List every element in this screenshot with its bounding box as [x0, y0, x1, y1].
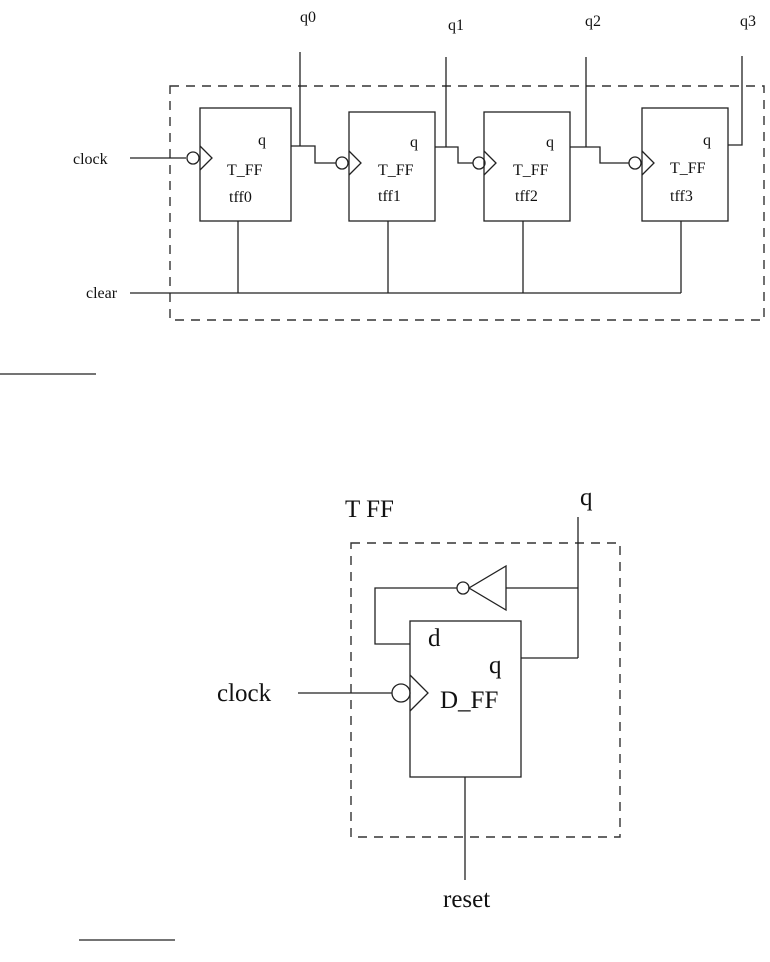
tff2-block: q T_FF tff2: [472, 111, 571, 222]
tff0-instance-label: tff0: [229, 189, 252, 206]
q2-output-label: q2: [585, 13, 601, 30]
tff2-box: [483, 111, 571, 222]
feedback-to-d-wire: [374, 587, 457, 645]
tff3-instance-label: tff3: [670, 188, 693, 205]
tff1-type-label: T_FF: [378, 162, 414, 179]
q3-output-label: q3: [740, 13, 756, 30]
tff0-clock-triangle: [199, 145, 213, 171]
tff0-box: [199, 107, 292, 222]
tff2-clock-triangle: [483, 150, 497, 176]
tff3-port-q: q: [703, 132, 711, 149]
tff1-block: q T_FF tff1: [335, 111, 436, 222]
dff-clock-bubble: [391, 683, 411, 703]
inverter-bubble: [456, 581, 470, 595]
tff2-port-q: q: [546, 134, 554, 151]
tff1-clock-bubble: [335, 156, 349, 170]
tff-clock-label: clock: [217, 680, 272, 707]
tff2-clock-bubble: [472, 156, 486, 170]
dff-box: [409, 620, 522, 778]
tff3-block: q T_FF tff3: [628, 107, 729, 222]
tff-boundary: [350, 542, 621, 838]
q1-output-label: q1: [448, 17, 464, 34]
tff2-instance-label: tff2: [515, 188, 538, 205]
tff0-block: q T_FF tff0: [186, 107, 292, 222]
dff-clock-triangle: [409, 674, 429, 712]
tff-output-label: q: [580, 484, 593, 511]
tff3-type-label: T_FF: [670, 160, 706, 177]
dff-q-port-label: q: [489, 652, 502, 679]
q3-output-wire: [728, 56, 743, 146]
tff1-box: [348, 111, 436, 222]
tff3-clock-triangle: [641, 150, 655, 176]
t-flip-flop-diagram: T FF q d q D_FF clock reset: [217, 484, 621, 913]
dff-d-label: d: [428, 625, 441, 652]
tff0-clock-bubble: [186, 151, 200, 165]
q2-to-tff3-clock-wire: [570, 146, 629, 164]
counter-boundary: [169, 85, 765, 321]
q0-output-label: q0: [300, 9, 316, 26]
ripple-counter-diagram: clock q T_FF tff0 q T_FF tff1 q T_FF tff…: [73, 9, 765, 321]
tff2-type-label: T_FF: [513, 162, 549, 179]
q1-to-tff2-clock-wire: [435, 146, 473, 164]
counter-clock-label: clock: [73, 151, 108, 168]
tff-title: T FF: [345, 496, 394, 523]
tff3-box: [641, 107, 729, 222]
tff1-clock-triangle: [348, 150, 362, 176]
tff1-instance-label: tff1: [378, 188, 401, 205]
dff-type-label: D_FF: [440, 687, 498, 714]
tff0-type-label: T_FF: [227, 162, 263, 179]
tff3-clock-bubble: [628, 156, 642, 170]
tff-reset-label: reset: [443, 886, 490, 913]
tff0-port-q: q: [258, 132, 266, 149]
counter-clear-label: clear: [86, 285, 118, 302]
q0-to-tff1-clock-wire: [291, 145, 336, 164]
tff1-port-q: q: [410, 134, 418, 151]
inverter-triangle: [467, 564, 507, 612]
